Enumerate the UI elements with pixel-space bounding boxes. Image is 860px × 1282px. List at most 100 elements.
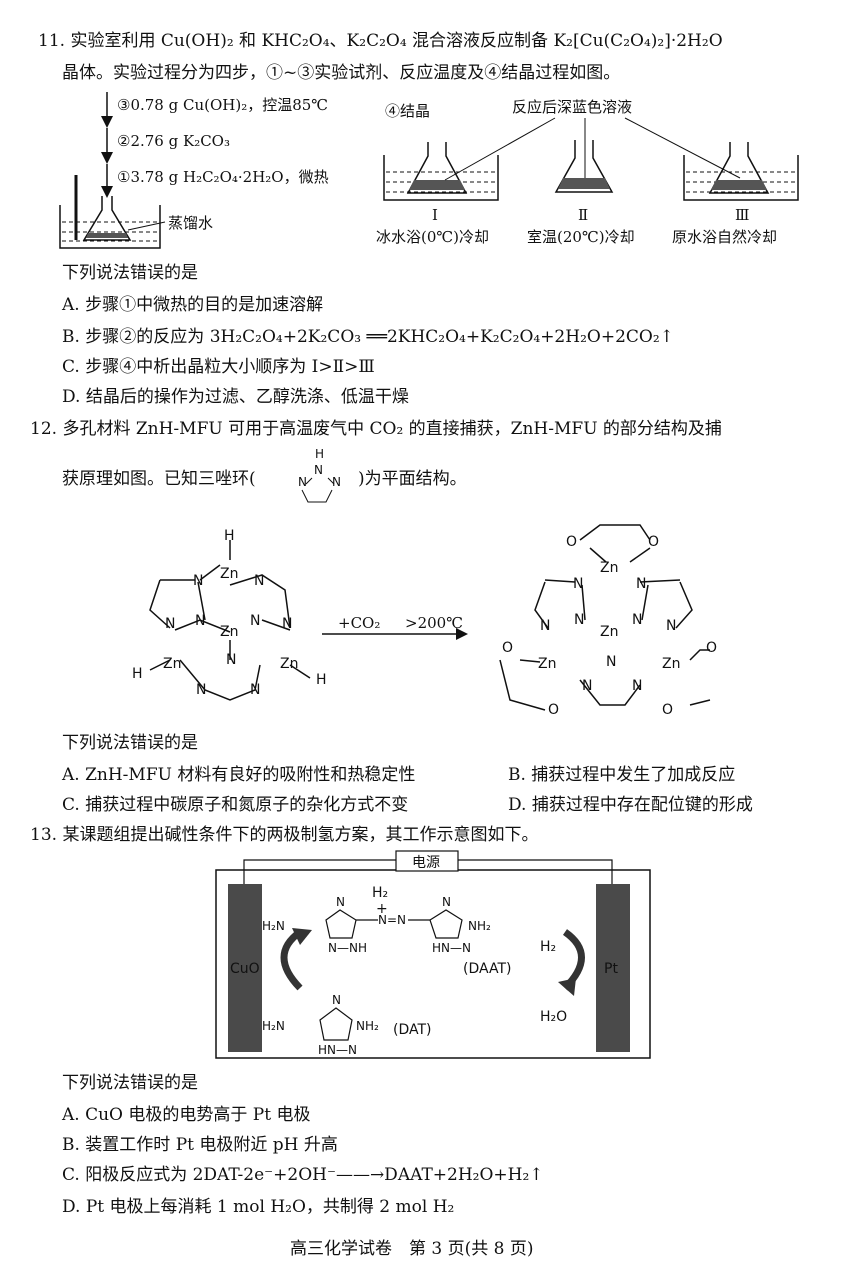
q12-stem-line1: 12. 多孔材料 ZnH-MFU 可用于高温废气中 CO₂ 的直接捕获，ZnH-… [30,419,722,439]
svg-text:H₂N: H₂N [262,919,285,933]
svg-text:Zn: Zn [600,624,618,640]
solution-label: 反应后深蓝色溶液 [512,98,633,116]
svg-text:N: N [282,616,292,632]
bath-I-caption: 冰水浴(0℃)冷却 [376,228,490,246]
cuo-electrode [228,884,262,1052]
q13-option-b: B. 装置工作时 Pt 电极附近 pH 升高 [62,1135,338,1155]
co2-captured-structure [499,524,711,711]
ice-bath-I [383,142,499,201]
svg-text:N: N [254,573,264,589]
svg-text:HN—N: HN—N [318,1043,357,1057]
svg-text:N: N [442,895,451,909]
svg-text:NH₂: NH₂ [468,919,491,933]
svg-text:N: N [632,678,642,694]
daat-label: (DAAT) [463,961,512,977]
q12-option-c: C. 捕获过程中碳原子和氮原子的杂化方式不变 [62,795,409,815]
q11-option-c: C. 步骤④中析出晶粒大小顺序为 Ⅰ>Ⅱ>Ⅲ [62,357,375,377]
svg-text:Zn: Zn [538,656,556,672]
q12-option-d: D. 捕获过程中存在配位键的形成 [508,795,753,815]
svg-text:N: N [196,682,206,698]
co2-captured-atoms: O O Zn N N N N N N Zn N O Zn Zn O N N O … [502,534,717,718]
svg-text:N: N [250,682,260,698]
svg-text:N: N [314,463,323,477]
svg-text:Zn: Zn [220,624,238,640]
dat-label: (DAT) [393,1022,432,1038]
q13-prompt: 下列说法错误的是 [62,1073,198,1093]
q13-option-c: C. 阳极反应式为 2DAT-2e⁻+2OH⁻——→DAAT+2H₂O+H₂↑ [62,1165,544,1185]
triazole-ring-icon: H N N N [298,447,341,503]
arrow-reagent-label: +CO₂ [338,614,381,632]
svg-text:N: N [195,613,205,629]
q11-option-a: A. 步骤①中微热的目的是加速溶解 [62,295,324,315]
svg-text:N: N [332,475,341,489]
svg-text:N: N [582,678,592,694]
step2-label: ②2.76 g K₂CO₃ [117,132,230,150]
bath-III-caption: 原水浴自然冷却 [672,228,778,246]
flask-II-caption: 室温(20℃)冷却 [527,228,635,246]
svg-text:N: N [632,612,642,628]
svg-text:N: N [573,576,583,592]
bath-I-number: Ⅰ [432,206,438,224]
svg-text:N: N [298,475,307,489]
q11-stem-line2: 晶体。实验过程分为四步，①~③实验试剂、反应温度及④结晶过程如图。 [62,63,621,83]
step1-label: ①3.78 g H₂C₂O₄·2H₂O，微热 [117,168,329,186]
arrow-condition-label: >200℃ [405,614,463,632]
h2-top-label: H₂ [372,885,389,901]
svg-text:N: N [540,618,550,634]
power-source-box [395,850,459,872]
svg-text:NH₂: NH₂ [356,1019,379,1033]
svg-text:O: O [566,534,577,550]
svg-text:H: H [132,666,143,682]
svg-text:N: N [165,616,175,632]
h2o-right-label: H₂O [540,1009,568,1025]
svg-text:N: N [336,895,345,909]
plus-label: + [376,901,388,917]
svg-text:O: O [548,702,559,718]
svg-text:H: H [316,672,327,688]
q12-option-b: B. 捕获过程中发生了加成反应 [508,765,736,785]
power-source-label: 电源 [412,855,440,871]
svg-text:N: N [574,612,584,628]
cuo-electrode-label: CuO [230,961,260,977]
q11-stem-line1: 11. 实验室利用 Cu(OH)₂ 和 KHC₂O₄、K₂C₂O₄ 混合溶液反应… [38,31,723,51]
daat-molecule [325,909,463,939]
svg-text:Zn: Zn [600,560,618,576]
q12-prompt: 下列说法错误的是 [62,733,198,753]
q11-option-b: B. 步骤②的反应为 3H₂C₂O₄+2K₂CO₃ ══2KHC₂O₄+K₂C₂… [62,327,674,347]
svg-text:Zn: Zn [662,656,680,672]
page-footer: 高三化学试卷 第 3 页(共 8 页) [290,1239,534,1259]
pt-electrode [596,884,630,1052]
q12-stem-line2a: 获原理如图。已知三唑环( [62,469,256,489]
svg-text:N: N [250,613,260,629]
svg-text:Zn: Zn [280,656,298,672]
h2-right-label: H₂ [540,939,557,955]
svg-text:H: H [224,528,235,544]
flask-II-number: Ⅱ [578,206,589,224]
dat-molecule [319,1007,353,1041]
svg-text:N: N [332,993,341,1007]
svg-text:O: O [502,640,513,656]
svg-text:N=N: N=N [378,913,406,927]
svg-text:N: N [193,573,203,589]
svg-text:H₂N: H₂N [262,1019,285,1033]
q12-stem-line2b: )为平面结构。 [358,469,467,489]
q12-option-a: A. ZnH-MFU 材料有良好的吸附性和热稳定性 [62,765,416,785]
left-water-bath [59,175,166,249]
svg-text:O: O [706,640,717,656]
q13-option-d: D. Pt 电极上每消耗 1 mol H₂O，共制得 2 mol H₂ [62,1197,455,1217]
svg-text:Zn: Zn [163,656,181,672]
znh-mfu-structure [149,540,311,701]
svg-text:N: N [636,576,646,592]
left-cycle-arrow [280,929,303,991]
pt-electrode-label: Pt [604,961,618,977]
svg-text:O: O [662,702,673,718]
q13-option-a: A. CuO 电极的电势高于 Pt 电极 [62,1105,311,1125]
svg-text:N: N [226,652,236,668]
svg-text:N—NH: N—NH [328,941,367,955]
q11-option-d: D. 结晶后的操作为过滤、乙醇洗涤、低温干燥 [62,387,409,407]
q11-prompt: 下列说法错误的是 [62,263,198,283]
bath-III-number: Ⅲ [735,206,750,224]
